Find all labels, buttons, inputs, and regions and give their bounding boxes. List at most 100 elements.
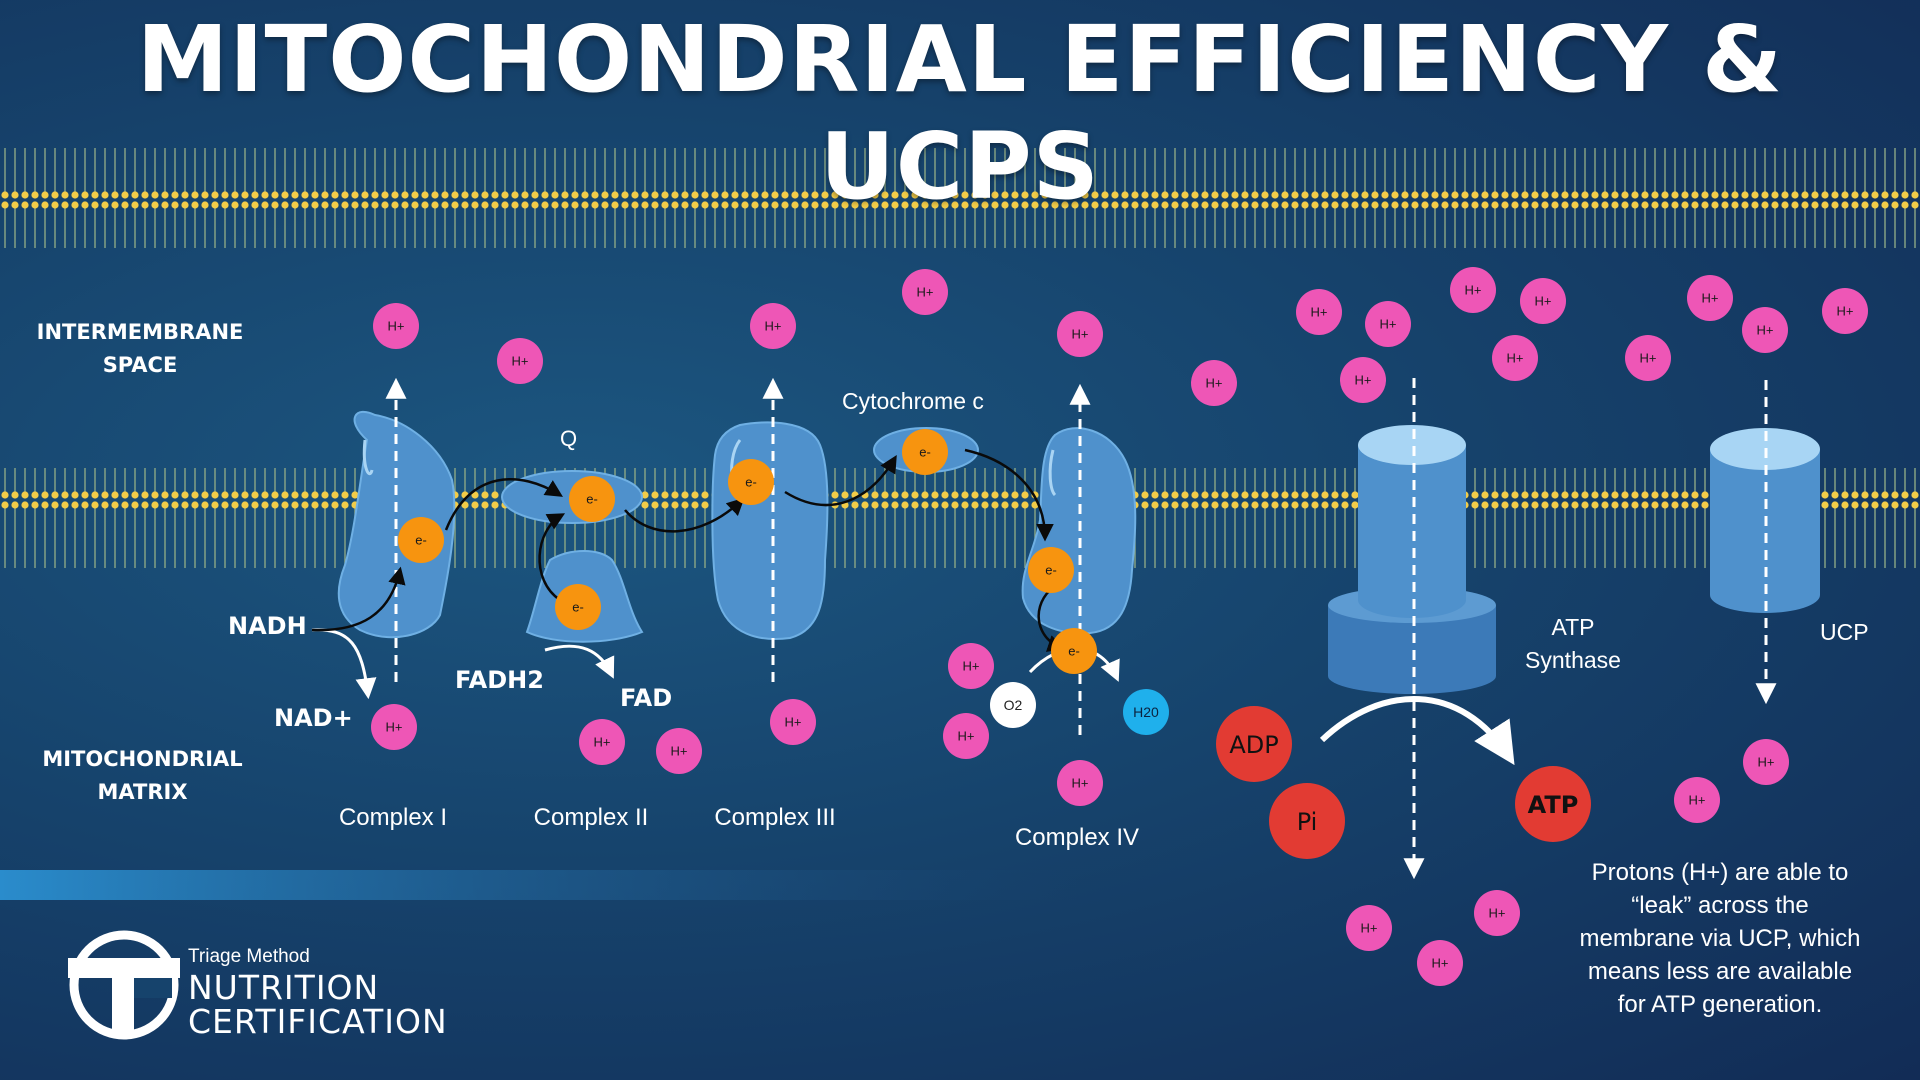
svg-text:H+: H+ — [963, 659, 980, 674]
svg-text:e-: e- — [919, 445, 931, 460]
electron-e-minus: e- — [1028, 547, 1074, 593]
electron-arrows — [311, 448, 1066, 652]
note-line: for ATP generation. — [1617, 991, 1823, 1018]
svg-text:e-: e- — [586, 492, 598, 507]
nad-plus-label: NAD+ — [274, 704, 353, 732]
svg-text:H+: H+ — [1507, 351, 1524, 366]
note-line: means less are available — [1587, 958, 1853, 985]
svg-text:e-: e- — [415, 533, 427, 548]
proton-h-plus: H+ — [373, 303, 419, 349]
svg-text:H+: H+ — [1702, 291, 1719, 306]
complex-2-label: Complex II — [533, 804, 649, 831]
svg-text:H+: H+ — [671, 744, 688, 759]
svg-text:H+: H+ — [1206, 376, 1223, 391]
atp-molecule: ATP — [1515, 766, 1591, 842]
logo-line-1: NUTRITION — [188, 968, 380, 1007]
atp-synthase-label-line: Synthase — [1525, 647, 1621, 673]
svg-text:Pi: Pi — [1297, 808, 1318, 836]
proton-h-plus: H+ — [1346, 905, 1392, 951]
proton-h-plus: H+ — [1674, 777, 1720, 823]
electrons: e-e-e-e-e-e-e- — [398, 429, 1097, 674]
proton-h-plus: H+ — [770, 699, 816, 745]
proton-h-plus: H+ — [497, 338, 543, 384]
atp-synthase — [1328, 425, 1496, 694]
proton-h-plus: H+ — [1687, 275, 1733, 321]
svg-text:H+: H+ — [386, 720, 403, 735]
region-label-line: INTERMEMBRANE — [36, 320, 244, 344]
complex-3-label: Complex III — [714, 804, 836, 831]
svg-text:H+: H+ — [594, 735, 611, 750]
proton-h-plus: H+ — [1296, 289, 1342, 335]
complex-3-protein — [711, 421, 829, 640]
proton-h-plus: H+ — [371, 704, 417, 750]
atp-synthase-label: ATP Synthase — [1508, 611, 1638, 677]
page-title: MITOCHONDRIAL EFFICIENCY & UCPS — [136, 6, 1784, 220]
svg-text:H+: H+ — [1489, 906, 1506, 921]
proton-h-plus: H+ — [1340, 357, 1386, 403]
q-label: Q — [560, 426, 578, 451]
intermembrane-space-label: INTERMEMBRANE SPACE — [30, 316, 250, 382]
electron-e-minus: e- — [728, 459, 774, 505]
protons: H+ H+ H+ H+ H+ H+ H+ H+ H+ H+ H+ H+ H+ H+ H+ H+ H+ H+ H+ H+… — [371, 267, 1868, 986]
complex-4-label: Complex IV — [1014, 824, 1140, 851]
svg-text:H+: H+ — [785, 715, 802, 730]
svg-text:H+: H+ — [1380, 317, 1397, 332]
note-line: membrane via UCP, which — [1579, 925, 1861, 952]
region-label-line: SPACE — [102, 353, 178, 377]
proton-h-plus: H+ — [750, 303, 796, 349]
pi-molecule: Pi — [1269, 783, 1345, 859]
fad-label: FAD — [620, 684, 673, 712]
svg-text:e-: e- — [1068, 644, 1080, 659]
svg-text:H+: H+ — [958, 729, 975, 744]
svg-text:H+: H+ — [917, 285, 934, 300]
ucp-note: Protons (H+) are able to “leak” across t… — [1540, 856, 1900, 1021]
svg-text:H+: H+ — [1072, 776, 1089, 791]
note-line: “leak” across the — [1631, 892, 1809, 919]
nadh-label: NADH — [228, 612, 307, 640]
svg-text:H+: H+ — [1072, 327, 1089, 342]
svg-text:H+: H+ — [1640, 351, 1657, 366]
proton-h-plus: H+ — [1057, 311, 1103, 357]
electron-e-minus: e- — [902, 429, 948, 475]
svg-text:ATP: ATP — [1528, 791, 1579, 819]
proton-h-plus: H+ — [943, 713, 989, 759]
ucp-label: UCP — [1820, 619, 1869, 645]
proton-h-plus: H+ — [1492, 335, 1538, 381]
svg-text:H20: H20 — [1133, 704, 1159, 720]
note-line: Protons (H+) are able to — [1591, 859, 1849, 886]
region-label-line: MATRIX — [97, 780, 188, 804]
proton-h-plus: H+ — [1191, 360, 1237, 406]
svg-text:H+: H+ — [1535, 294, 1552, 309]
proton-h-plus: H+ — [579, 719, 625, 765]
svg-text:ADP: ADP — [1229, 731, 1278, 759]
fadh2-label: FADH2 — [455, 666, 544, 694]
h2o-molecule: H20 — [1123, 689, 1169, 735]
proton-h-plus: H+ — [1450, 267, 1496, 313]
inner-membrane — [0, 468, 1920, 568]
proton-h-plus: H+ — [1520, 278, 1566, 324]
proton-h-plus: H+ — [1417, 940, 1463, 986]
svg-text:H+: H+ — [512, 354, 529, 369]
proton-h-plus: H+ — [1742, 307, 1788, 353]
electron-e-minus: e- — [1051, 628, 1097, 674]
mitochondrial-matrix-label: MITOCHONDRIAL MATRIX — [30, 743, 255, 809]
proton-h-plus: H+ — [1743, 739, 1789, 785]
svg-text:H+: H+ — [1689, 793, 1706, 808]
logo-subtitle: Triage Method — [188, 946, 310, 967]
outer-membrane — [0, 148, 1920, 248]
proton-h-plus: H+ — [1822, 288, 1868, 334]
svg-text:H+: H+ — [765, 319, 782, 334]
proton-h-plus: H+ — [902, 269, 948, 315]
svg-text:H+: H+ — [388, 319, 405, 334]
svg-text:e-: e- — [1045, 563, 1057, 578]
proton-h-plus: H+ — [1474, 890, 1520, 936]
svg-text:H+: H+ — [1757, 323, 1774, 338]
svg-text:H+: H+ — [1361, 921, 1378, 936]
o2-molecule: O2 — [990, 682, 1036, 728]
region-label-line: MITOCHONDRIAL — [42, 747, 243, 771]
proton-h-plus: H+ — [656, 728, 702, 774]
svg-text:H+: H+ — [1355, 373, 1372, 388]
proton-pathways — [385, 377, 1777, 880]
proton-h-plus: H+ — [1625, 335, 1671, 381]
